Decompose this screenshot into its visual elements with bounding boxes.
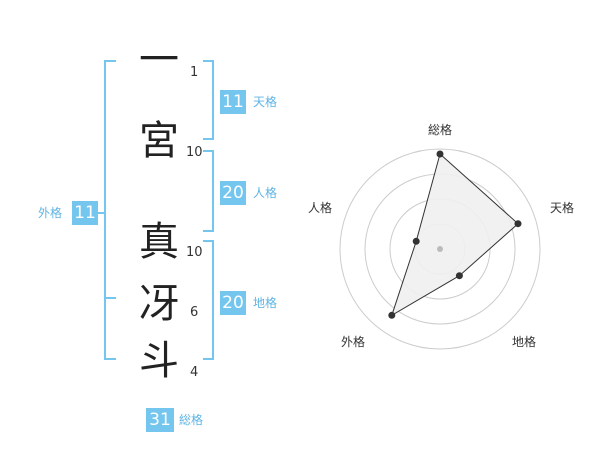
tenkaku-value-badge: 11	[220, 90, 246, 114]
stroke-count-5: 4	[190, 365, 199, 380]
name-char-4: 冴	[139, 281, 179, 327]
jinkaku-bracket-top	[203, 150, 214, 152]
gaikaku-bracket-connector	[98, 212, 106, 214]
jinkaku-bracket-bottom	[203, 230, 214, 232]
radar-axis-label-chikaku: 地格	[512, 335, 537, 349]
chikaku-bracket-top	[203, 240, 214, 242]
jinkaku-label: 人格	[253, 186, 278, 200]
radar-center-dot	[437, 246, 443, 252]
radar-ring-4	[339, 148, 541, 350]
name-char-3: 真	[139, 219, 179, 265]
gaikaku-bracket-line	[104, 60, 106, 360]
chikaku-value-badge: 20	[220, 291, 246, 315]
radar-point-0	[436, 150, 444, 158]
name-char-5: 斗	[139, 338, 179, 384]
soukaku-label: 総格	[179, 413, 204, 427]
chikaku-label: 地格	[253, 296, 278, 310]
radar-point-3	[388, 311, 396, 319]
radar-axis-label-jinkaku: 人格	[308, 201, 333, 215]
tenkaku-bracket-line	[212, 60, 214, 140]
gaikaku-bracket-mid	[104, 297, 116, 299]
chikaku-bracket-bottom	[203, 358, 214, 360]
radar-point-1	[514, 220, 522, 228]
chikaku-bracket-line	[212, 240, 214, 360]
tenkaku-label: 天格	[253, 95, 278, 109]
jinkaku-bracket-line	[212, 150, 214, 232]
radar-axis-label-gaikaku: 外格	[341, 335, 366, 349]
name-char-1: 一	[139, 37, 179, 83]
tenkaku-bracket-top	[203, 60, 214, 62]
radar-polygon	[390, 153, 519, 317]
soukaku-value-badge: 31	[146, 408, 174, 432]
gaikaku-label: 外格	[38, 206, 63, 220]
jinkaku-value-badge: 20	[220, 181, 246, 205]
stroke-count-4: 6	[190, 305, 199, 320]
stroke-count-3: 10	[186, 245, 203, 260]
name-char-2: 宮	[139, 118, 179, 164]
gaikaku-bracket-top	[104, 60, 116, 62]
gaikaku-value-badge: 11	[72, 201, 98, 225]
gaikaku-bracket-bottom	[104, 358, 116, 360]
radar-point-2	[455, 272, 463, 280]
radar-axis-label-tenkaku: 天格	[550, 201, 575, 215]
stroke-count-1: 1	[190, 65, 199, 80]
radar-axis-label-soukaku: 総格	[428, 123, 453, 137]
stroke-count-2: 10	[186, 145, 203, 160]
radar-point-4	[412, 237, 420, 245]
tenkaku-bracket-bottom	[203, 138, 214, 140]
